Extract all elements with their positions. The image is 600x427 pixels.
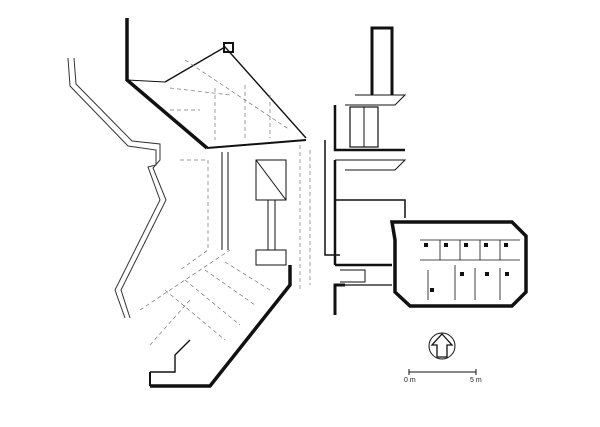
existing-building-outline: [67, 57, 167, 319]
central-hall: [179, 140, 340, 290]
scale-bar: [408, 369, 477, 375]
toilet-block: [389, 220, 528, 308]
scale-start-label: 0 m: [404, 377, 416, 384]
bottom-wing: [139, 249, 292, 388]
north-arrow-icon: [428, 332, 456, 360]
scale-end-label: 5 m: [470, 377, 482, 384]
service-block: [333, 26, 407, 315]
top-wing: [125, 18, 307, 150]
